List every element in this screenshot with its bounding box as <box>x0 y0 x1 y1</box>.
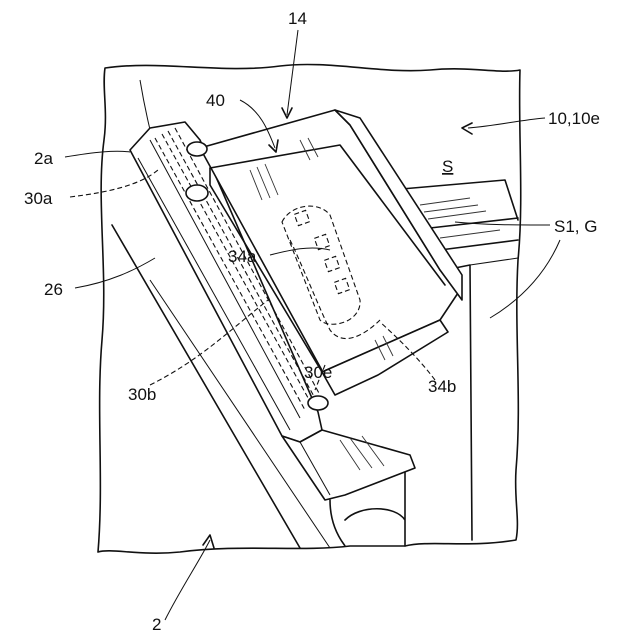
label-2: 2 <box>152 615 161 634</box>
arrowhead-2 <box>203 535 214 548</box>
label-34b: 34b <box>428 377 456 396</box>
label-34a: 34a <box>228 247 257 266</box>
label-26: 26 <box>44 280 63 299</box>
knob-top <box>187 142 207 156</box>
structure-s1-band2 <box>440 240 518 250</box>
label-30b: 30b <box>128 385 156 404</box>
label-2a: 2a <box>34 149 53 168</box>
label-s: S <box>442 157 453 176</box>
structure-g-front <box>470 258 518 265</box>
leader-s1g-1 <box>455 222 550 225</box>
arrowhead-10 <box>462 123 472 134</box>
leader-2a <box>65 151 130 157</box>
leader-26 <box>75 258 155 288</box>
leader-s1g-2 <box>490 240 560 318</box>
leader-10 <box>468 118 545 128</box>
knob-mid <box>186 185 208 201</box>
bracket-rail <box>282 430 415 500</box>
label-30e: 30e <box>304 363 332 382</box>
label-14: 14 <box>288 9 307 28</box>
leader-14 <box>287 30 298 115</box>
label-30a: 30a <box>24 189 53 208</box>
label-10: 10,10e <box>548 109 600 128</box>
label-40: 40 <box>206 91 225 110</box>
label-s1g: S1, G <box>554 217 597 236</box>
structure-g-side <box>455 265 472 540</box>
knob-bottom <box>308 396 328 410</box>
